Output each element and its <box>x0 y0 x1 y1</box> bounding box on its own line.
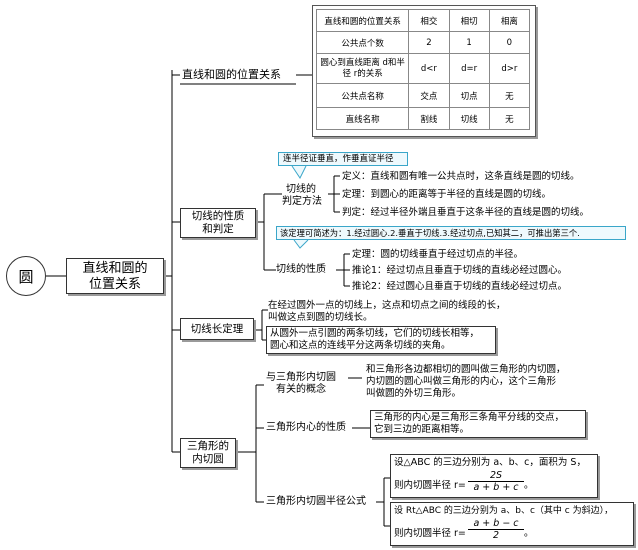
judge-label-2: 判定方法 <box>282 196 322 207</box>
incenter-line-1: 三角形的内心是三角形三条角平分线的交点， <box>374 412 565 423</box>
table-cell: 0 <box>488 31 531 54</box>
branch-incircle-line2: 内切圆 <box>192 453 224 465</box>
concept-label-1: 与三角形内切圆 <box>266 372 336 383</box>
table-row: 公共点名称 交点 切点 无 <box>315 83 531 108</box>
concept-line-1: 和三角形各边都相切的圆叫做三角形的内切圆， <box>366 364 566 375</box>
table-cell: 公共点个数 <box>315 31 410 54</box>
branch-relation: 直线和圆的位置关系 <box>182 68 281 81</box>
formula-1-given: 设△ABC 的三边分别为 a、b、c，面积为 S， <box>394 457 586 468</box>
central-line2: 位置关系 <box>88 277 141 292</box>
property-corollary-1: 推论1：经过切点且垂直于切线的直线必经过圆心。 <box>352 265 568 276</box>
formula-1-numerator: 2S <box>468 470 524 482</box>
judge-label-1: 切线的 <box>286 184 316 195</box>
property-hint: 该定理可简述为：1.经过圆心.2.垂直于切线.3.经过切点,已知其二，可推出第三… <box>276 226 626 240</box>
tangent-judge: 判定：经过半径外端且垂直于这条半径的直线是圆的切线。 <box>342 207 590 218</box>
branch-length-label: 切线长定理 <box>190 323 244 335</box>
root-node: 圆 <box>6 256 46 296</box>
table-cell: 交点 <box>408 83 450 108</box>
length-theorem-box: 从圆外一点引圆的两条切线，它们的切线长相等， 圆心和这点的连线平分这两条切线的夹… <box>266 326 496 354</box>
table-row: 公共点个数 2 1 0 <box>315 31 531 54</box>
table-header-cell: 相切 <box>448 9 490 32</box>
table-header-cell: 相交 <box>408 9 450 32</box>
branch-incircle-line1: 三角形的 <box>187 440 229 452</box>
incenter-label: 三角形内心的性质 <box>266 422 346 433</box>
concept-line-2: 内切圆的圆心叫做三角形的内心，这个三角形 <box>366 376 557 387</box>
formula-2-numerator: a + b − c <box>468 518 524 530</box>
formula-2-box <box>390 502 634 546</box>
length-text-2: 叫做这点到圆的切线长。 <box>268 312 373 323</box>
tangent-definition: 定义：直线和圆有唯一公共点时，这条直线是圆的切线。 <box>342 171 580 182</box>
incenter-line-2: 它到三边的距离相等。 <box>374 424 470 435</box>
table-cell: 直线名称 <box>315 107 410 130</box>
property-label: 切线的性质 <box>276 264 326 275</box>
table-cell: 割线 <box>408 107 450 130</box>
table-cell: d>r <box>488 53 531 84</box>
formula-2-prefix: 则内切圆半径 r= <box>394 528 466 539</box>
central-topic: 直线和圆的 位置关系 <box>66 258 164 294</box>
formula-1-prefix: 则内切圆半径 r= <box>394 480 466 491</box>
table-header-row: 直线和圆的位置关系 相交 相切 相离 <box>315 9 531 32</box>
table-cell: 1 <box>448 31 490 54</box>
length-box-line-2: 圆心和这点的连线平分这两条切线的夹角。 <box>270 340 451 351</box>
formula-1-fraction: 2S a + b + c <box>468 470 524 493</box>
property-theorem: 定理：圆的切线垂直于经过切点的半径。 <box>352 249 524 260</box>
branch-incircle: 三角形的 内切圆 <box>180 438 236 468</box>
table-cell: 公共点名称 <box>315 83 410 108</box>
branch-tangent: 切线的性质 和判定 <box>180 208 256 238</box>
judge-hint-text: 连半径证垂直，作垂直证半径 <box>283 154 394 164</box>
table-cell: d=r <box>448 53 490 84</box>
branch-tangent-line1: 切线的性质 <box>191 210 245 222</box>
table-cell: 无 <box>488 107 531 130</box>
formula-2-suffix: 。 <box>524 528 534 539</box>
branch-tangent-line2: 和判定 <box>202 223 234 235</box>
concept-line-3: 叫做圆的外切三角形。 <box>366 388 462 399</box>
formula-1-denominator: a + b + c <box>473 482 519 493</box>
table-cell: 无 <box>488 83 531 108</box>
table-row: 直线名称 割线 切线 无 <box>315 107 531 130</box>
incenter-box: 三角形的内心是三角形三条角平分线的交点， 它到三边的距离相等。 <box>370 410 586 438</box>
formula-1-box <box>390 454 598 498</box>
property-corollary-2: 推论2：经过圆心且垂直于切线的直线必经过切点。 <box>352 281 568 292</box>
formula-2-given: 设 Rt△ABC 的三边分别为 a、b、c（其中 c 为斜边）， <box>394 506 614 516</box>
formula-2-denominator: 2 <box>492 530 500 541</box>
concept-label-2: 有关的概念 <box>276 384 326 395</box>
property-hint-text: 该定理可简述为：1.经过圆心.2.垂直于切线.3.经过切点,已知其二，可推出第三… <box>280 228 580 238</box>
table-cell: 2 <box>408 31 450 54</box>
table-cell: 切点 <box>448 83 490 108</box>
table-header-cell: 相离 <box>488 9 531 32</box>
formula-1-suffix: 。 <box>524 480 534 491</box>
tangent-theorem: 定理：到圆心的距离等于半径的直线是圆的切线。 <box>342 189 552 200</box>
table-cell: d<r <box>408 53 450 84</box>
root-title: 圆 <box>18 267 34 286</box>
branch-length: 切线长定理 <box>180 318 254 340</box>
length-box-line-1: 从圆外一点引圆的两条切线，它们的切线长相等， <box>270 328 480 339</box>
central-line1: 直线和圆的 <box>82 261 148 276</box>
table-row: 圆心到直线距离 d和半径 r的关系 d<r d=r d>r <box>315 53 531 84</box>
formula-2-fraction: a + b − c 2 <box>468 518 524 541</box>
length-text-1: 在经过圆外一点的切线上，这点和切点之间的线段的长， <box>268 300 506 311</box>
table-header-cell: 直线和圆的位置关系 <box>315 9 410 32</box>
formula-label: 三角形内切圆半径公式 <box>266 496 366 507</box>
table-cell: 圆心到直线距离 d和半径 r的关系 <box>315 53 410 84</box>
judge-hint: 连半径证垂直，作垂直证半径 <box>278 152 408 166</box>
relation-table: 直线和圆的位置关系 相交 相切 相离 公共点个数 2 1 0 圆心到直线距离 d… <box>315 9 531 130</box>
table-cell: 切线 <box>448 107 490 130</box>
